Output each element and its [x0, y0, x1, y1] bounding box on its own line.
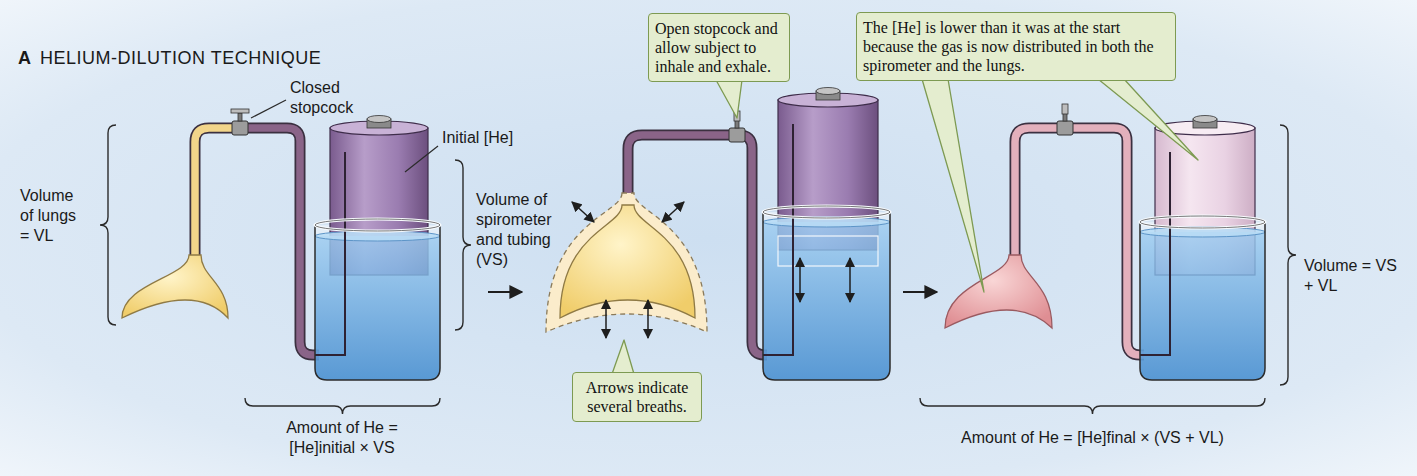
water [1140, 232, 1265, 380]
brace [100, 125, 116, 325]
brace [245, 398, 440, 414]
tank-back [315, 225, 440, 380]
stopcock-stem [238, 113, 242, 121]
breath-arrow [849, 258, 851, 302]
stopcock [1057, 104, 1073, 135]
inner-pipe [1140, 152, 1170, 355]
tank-rim [315, 219, 440, 231]
label: Volume of spirometer and tubing (VS) [476, 190, 572, 270]
brace [920, 398, 1265, 414]
inner-pipe [763, 124, 793, 355]
label: Volume of lungs = VL [20, 186, 84, 246]
breath-arrow [662, 202, 684, 222]
callout-text: The [He] is lower than it was at the sta… [863, 18, 1169, 75]
water [315, 236, 440, 380]
tank-rim [1140, 216, 1265, 228]
breath-arrow [572, 202, 594, 222]
stopcock-handle [231, 109, 249, 113]
apparatus [122, 109, 440, 380]
tank-back [1140, 222, 1265, 380]
brace [1280, 125, 1296, 385]
callout-pointer [716, 80, 742, 118]
lung-tube [628, 135, 737, 211]
callout-pointer [1098, 79, 1198, 160]
bell-knob-top [367, 116, 391, 123]
step-arrow [903, 291, 937, 293]
tank-rim [763, 206, 890, 218]
breath-arrow [605, 300, 607, 338]
label: Amount of He = [He]initial × VS [262, 418, 422, 458]
callout-pointer [612, 340, 634, 374]
label: Initial [He] [442, 128, 542, 148]
callout-box: Open stopcock and allow subject to inhal… [648, 13, 790, 82]
diagram-title: HELIUM-DILUTION TECHNIQUE [40, 47, 321, 69]
lungs [945, 255, 1052, 328]
step-arrow [488, 291, 522, 293]
breath-arrow [647, 300, 649, 338]
callout-pointer [922, 79, 984, 292]
stopcock-handle [1062, 104, 1068, 114]
spirometer-tube [1065, 128, 1144, 355]
leader-line [251, 100, 286, 118]
tank-outline [763, 212, 890, 380]
callout-box: Arrows indicate several breaths. [572, 372, 702, 422]
stopcock-body [1057, 121, 1073, 135]
lung-expanded [546, 193, 707, 332]
tank-rim-edge [315, 219, 440, 231]
stopcock-body [729, 128, 745, 142]
tank-rim-edge [763, 206, 890, 218]
apparatus [945, 104, 1265, 380]
lungs [122, 255, 228, 318]
stopcock [231, 109, 249, 135]
apparatus [546, 88, 890, 381]
tank-rim-edge [1140, 216, 1265, 228]
lung-tube [195, 128, 240, 261]
leader-line [405, 146, 438, 172]
callout-text: Open stopcock and allow subject to inhal… [655, 19, 783, 76]
bell-knob-top [816, 88, 840, 95]
spirometer-tube [240, 128, 319, 355]
tank-outline [1140, 222, 1265, 380]
label: Closed stopcock [290, 78, 362, 118]
spirometer-tube [1065, 128, 1144, 355]
callout-text: Arrows indicate several breaths. [579, 378, 695, 416]
brace [455, 160, 471, 330]
tank-outline [315, 225, 440, 380]
lung-tube [1015, 128, 1065, 261]
lungs [560, 205, 695, 318]
inner-pipe [315, 152, 345, 355]
stopcock-body [232, 121, 248, 135]
label: Amount of He = [He]final × (VS + VL) [900, 428, 1285, 448]
breath-arrow [799, 258, 801, 302]
lung-tube [195, 128, 240, 261]
label: Volume = VS + VL [1304, 256, 1400, 296]
spirometer-tube [240, 128, 319, 355]
lung-tube [1015, 128, 1065, 261]
callout-box: The [He] is lower than it was at the sta… [856, 12, 1176, 81]
lung-tube [628, 135, 737, 211]
bell-knob-top [1193, 116, 1217, 123]
label: A [18, 47, 38, 69]
water [763, 222, 890, 380]
